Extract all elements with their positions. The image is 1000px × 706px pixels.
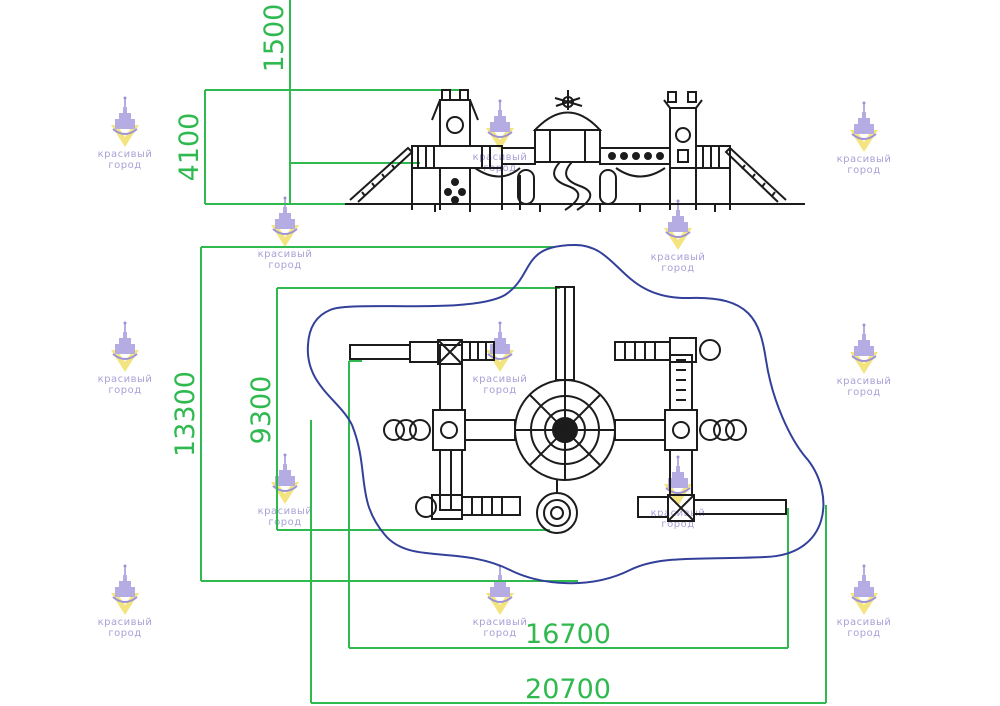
watermark-logo: красивый город: [651, 454, 706, 530]
svg-text:город: город: [268, 260, 301, 271]
watermark-logo: красивый город: [837, 563, 892, 639]
watermark-logo: красивый город: [473, 98, 528, 174]
dim-label-1500: 1500: [259, 4, 290, 73]
svg-text:город: город: [268, 517, 301, 528]
watermark-logo: красивый город: [473, 320, 528, 396]
svg-text:город: город: [661, 519, 694, 530]
svg-text:город: город: [483, 628, 516, 639]
svg-text:красивый: красивый: [473, 617, 528, 628]
watermark-logo: красивый город: [98, 320, 153, 396]
watermark-layer: красивый город красивый город красивый г…: [98, 95, 892, 639]
plan-view: [349, 286, 787, 534]
svg-text:город: город: [108, 160, 141, 171]
svg-text:красивый: красивый: [837, 376, 892, 387]
svg-text:город: город: [847, 165, 880, 176]
svg-text:красивый: красивый: [258, 249, 313, 260]
svg-text:город: город: [483, 385, 516, 396]
dim-label-4100: 4100: [174, 113, 205, 182]
dim-label-13300: 13300: [170, 371, 201, 457]
svg-text:красивый: красивый: [473, 374, 528, 385]
watermark-logo: красивый город: [258, 195, 313, 271]
svg-text:красивый: красивый: [473, 152, 528, 163]
svg-text:город: город: [847, 628, 880, 639]
watermark-logo: красивый город: [651, 198, 706, 274]
svg-text:красивый: красивый: [837, 154, 892, 165]
svg-text:красивый: красивый: [837, 617, 892, 628]
dim-label-16700: 16700: [525, 619, 611, 650]
svg-text:город: город: [108, 628, 141, 639]
side-elevation-view: [345, 89, 805, 212]
watermark-logo: красивый город: [837, 100, 892, 176]
dimension-lines: [200, 0, 827, 704]
watermark-logo: красивый город: [98, 95, 153, 171]
safety-zone-outline: [306, 243, 825, 585]
svg-text:город: город: [847, 387, 880, 398]
watermark-logo: красивый город: [473, 563, 528, 639]
watermark-logo: красивый город: [258, 452, 313, 528]
dim-label-9300: 9300: [246, 376, 277, 445]
dimension-labels: 1500 4100 13300 9300 16700 20700: [170, 4, 611, 705]
svg-text:красивый: красивый: [98, 374, 153, 385]
watermark-logo: красивый город: [837, 322, 892, 398]
watermark-logo: красивый город: [98, 563, 153, 639]
svg-text:красивый: красивый: [98, 149, 153, 160]
svg-text:город: город: [661, 263, 694, 274]
svg-text:красивый: красивый: [651, 252, 706, 263]
svg-text:красивый: красивый: [258, 506, 313, 517]
svg-text:красивый: красивый: [651, 508, 706, 519]
svg-text:город: город: [108, 385, 141, 396]
svg-text:красивый: красивый: [98, 617, 153, 628]
dim-label-20700: 20700: [525, 674, 611, 705]
